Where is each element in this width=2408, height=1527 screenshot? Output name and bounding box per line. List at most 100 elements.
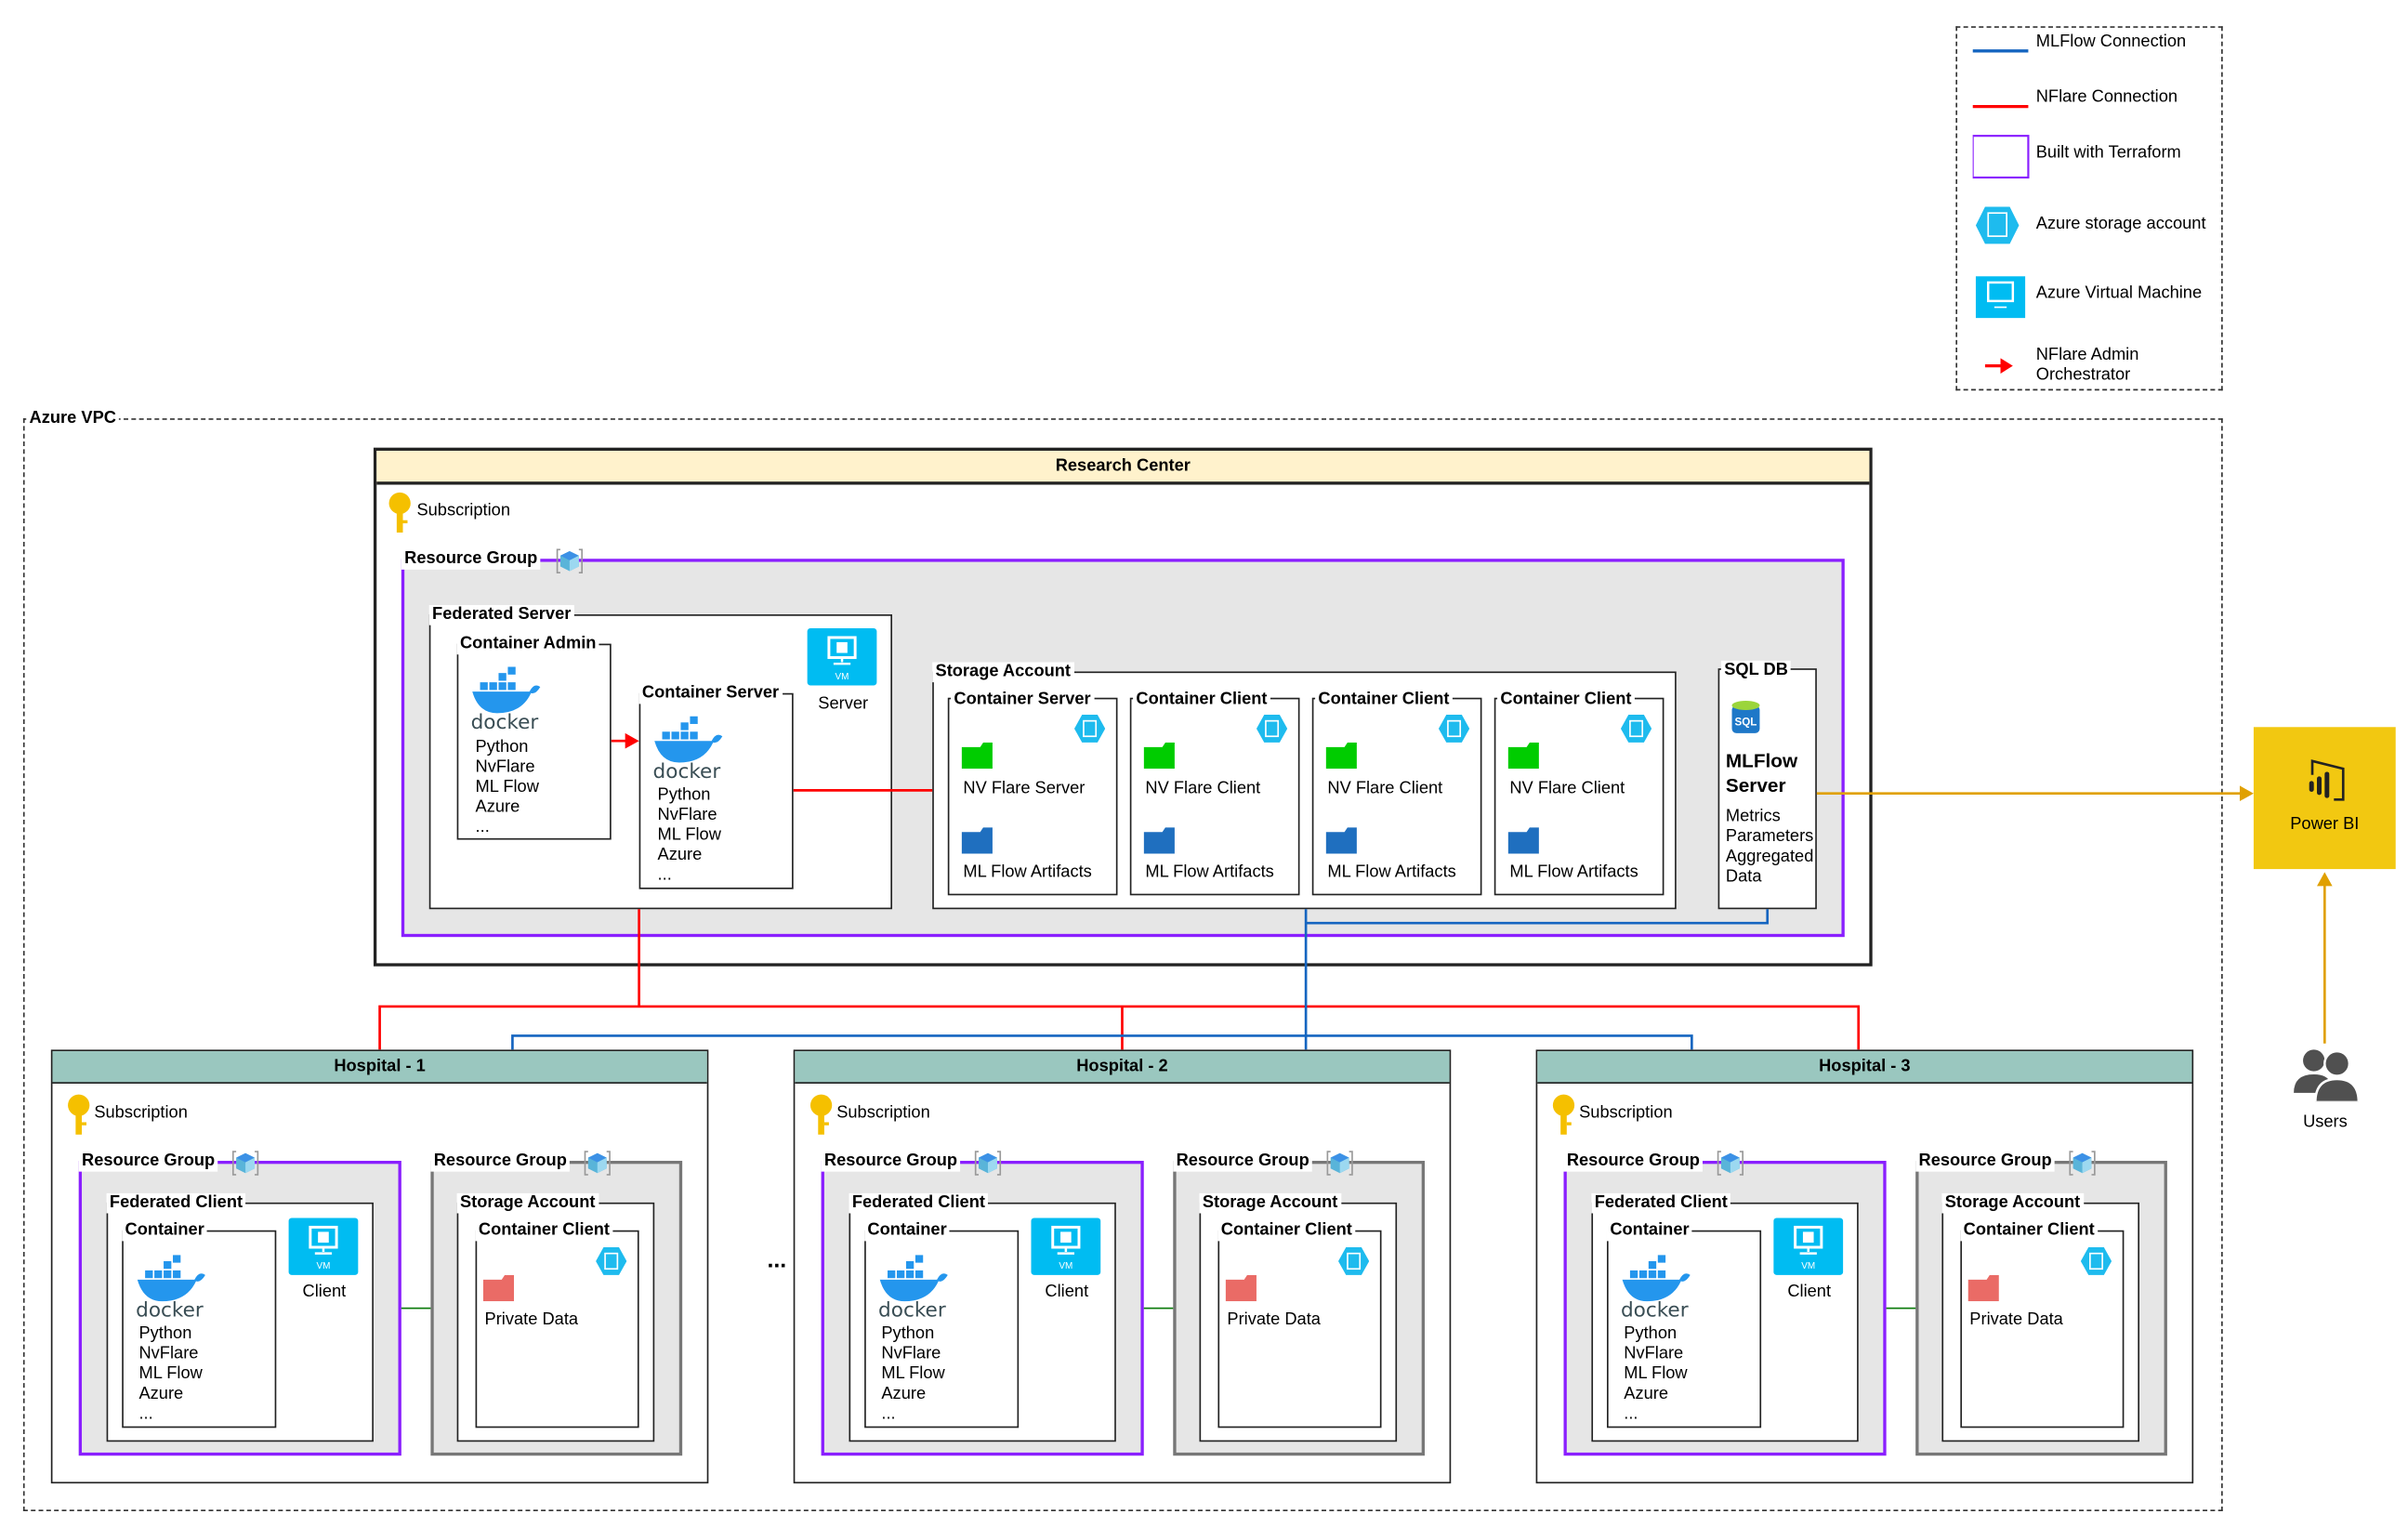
subscription-label: Subscription [94,1103,188,1123]
storage-container-label: Container Client [1315,690,1453,711]
arrow-to-powerbi [2239,785,2254,802]
list-line: Python [138,1324,192,1343]
resource-group-icon [556,548,584,579]
federated-client-label: Federated Client [1591,1192,1731,1214]
list-line: Aggregated [1725,847,1814,866]
docker-icon: docker [136,1255,206,1324]
private-data-folder-label[interactable]: Private Data [1969,1310,2063,1330]
container-admin-label: Container Admin [456,634,599,655]
list-line: ML Flow [1624,1364,1688,1384]
vm-icon: VM [1773,1218,1844,1275]
storage-account-icon [1073,713,1106,748]
private-link [401,1307,431,1310]
list-line: ML Flow [138,1364,203,1384]
folder-icon [1225,1274,1257,1306]
docker-wordmark: docker [653,760,721,781]
list-line: Python [881,1324,935,1343]
container-server-label: Container Server [638,683,783,704]
red-arrow-icon [1984,358,2013,374]
resource-group-icon [1326,1150,1354,1180]
list-line: Data [1725,867,1762,887]
resource-group-label: Resource Group [401,549,541,570]
svg-text:VM: VM [836,672,849,682]
mlflow-server-label: MLFlow Server [1725,750,1798,797]
svg-text:VM: VM [1059,1261,1072,1271]
svg-text:SQL: SQL [1735,717,1757,729]
storage-account-icon [1256,713,1288,748]
resource-group-icon [584,1150,612,1180]
key-icon [65,1093,93,1140]
nvflare-folder-label[interactable]: NV Flare Server [963,779,1086,798]
sql-database-icon: SQL [1730,699,1761,741]
list-line: ... [881,1404,896,1424]
users-label: Users [2303,1112,2348,1132]
mlflow-artifacts-folder-label[interactable]: ML Flow Artifacts [1145,862,1274,882]
legend-label: Azure storage account [2035,214,2206,233]
list-line: Azure [138,1384,184,1403]
resource-group-icon [2069,1150,2097,1180]
resource-group-label: Resource Group [821,1152,961,1172]
container-server [638,692,794,889]
nvflare-folder-label[interactable]: NV Flare Client [1145,779,1261,798]
container-label: Container [1606,1220,1692,1242]
docker-wordmark: docker [1621,1299,1689,1320]
folder-icon [1143,827,1175,858]
nvflare-folder-label[interactable]: NV Flare Client [1509,779,1625,798]
storage-account-icon [1620,713,1652,748]
power-bi-icon [2309,759,2345,801]
more-hospitals-ellipsis: ... [767,1247,787,1274]
list-line: Python [1624,1324,1678,1343]
list-line: NvFlare [1624,1344,1684,1363]
resource-group-label: Resource Group [1915,1152,2055,1172]
folder-icon [1325,742,1357,773]
vm-label: Client [1045,1283,1089,1302]
legend-label: Built with Terraform [2035,143,2181,163]
folder-icon [1507,827,1539,858]
federated-client-label: Federated Client [106,1192,246,1214]
mlflow-artifacts-folder-label[interactable]: ML Flow Artifacts [1327,862,1456,882]
folder-icon [1325,827,1357,858]
arrow-from-users [2317,872,2333,887]
hospital-title: Hospital - 1 [52,1051,707,1084]
docker-icon: docker [471,666,542,737]
folder-icon [1967,1274,1999,1306]
storage-account-icon [596,1245,627,1281]
subscription-label: Subscription [1579,1103,1673,1123]
list-line: Parameters [1725,827,1814,847]
list-line: ... [475,818,490,837]
resource-group-label: Resource Group [1563,1152,1704,1172]
power-bi[interactable]: Power BI [2253,727,2396,870]
docker-icon: docker [1621,1255,1691,1324]
vm-icon: VM [1031,1218,1101,1275]
resource-group-icon [974,1150,1002,1180]
storage-container-label: Container Client [1497,690,1635,711]
list-line: NvFlare [138,1344,199,1363]
mlflow-connections [511,909,1770,1050]
subscription-label: Subscription [416,501,511,520]
vm-icon [1975,276,2026,319]
storage-account-icon [1438,713,1470,748]
container-label: Container [122,1220,208,1242]
legend-icons [1972,49,2030,374]
private-data-folder-label[interactable]: Private Data [484,1310,579,1330]
private-data-folder-label[interactable]: Private Data [1227,1310,1321,1330]
private-link [1143,1307,1174,1310]
federated-server-label: Federated Server [428,605,574,625]
storage-account-label: Storage Account [1941,1192,2084,1214]
mlflow-artifacts-folder-label[interactable]: ML Flow Artifacts [1509,862,1638,882]
list-line: NvFlare [475,757,535,777]
nvflare-folder-label[interactable]: NV Flare Client [1327,779,1443,798]
container-admin [456,643,612,840]
client-container [122,1230,277,1428]
vm-label: Client [302,1283,347,1302]
legend-label: NFlare Connection [2035,87,2178,107]
docker-wordmark: docker [136,1299,204,1320]
folder-icon [1507,742,1539,773]
mlflow-artifacts-folder-label[interactable]: ML Flow Artifacts [963,862,1092,882]
vm-icon: VM [807,627,877,686]
